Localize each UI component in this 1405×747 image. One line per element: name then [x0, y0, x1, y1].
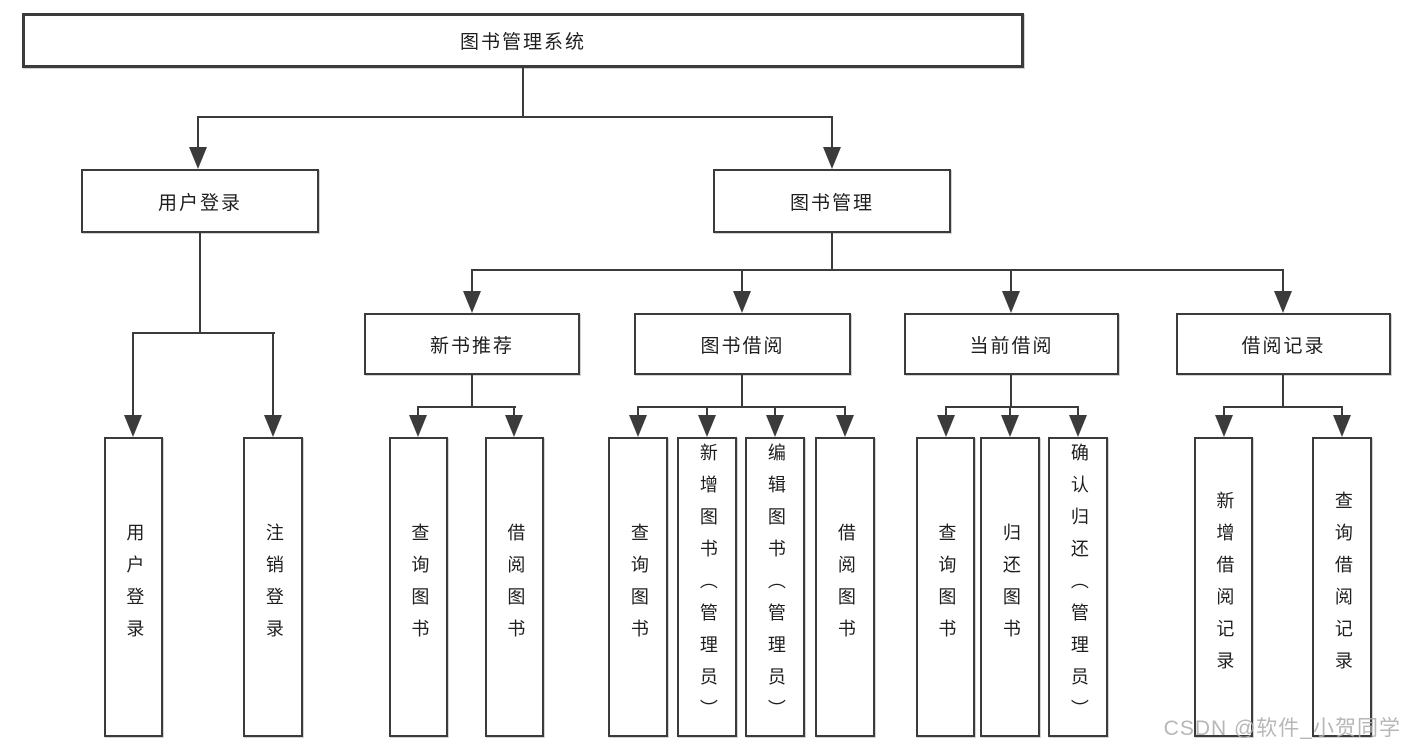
arrow-down-icon — [823, 147, 841, 169]
arrow-down-icon — [189, 147, 207, 169]
connector-line — [522, 68, 524, 118]
leaf-query-borrow-record-label: 查询借阅记录 — [1332, 491, 1353, 683]
leaf-add-books-admin-label: 新增图书（管理员） — [697, 443, 718, 731]
leaf-logout: 注销登录 — [243, 437, 303, 737]
connector-line — [1077, 407, 1079, 417]
arrow-down-icon — [1215, 415, 1233, 437]
arrow-down-icon — [733, 291, 751, 313]
leaf-add-books-admin: 新增图书（管理员） — [677, 437, 737, 737]
leaf-borrow-books: 借阅图书 — [815, 437, 875, 737]
arrow-down-icon — [836, 415, 854, 437]
connector-line — [1009, 407, 1011, 417]
arrow-down-icon — [463, 291, 481, 313]
connector-line — [1282, 270, 1284, 292]
arrow-down-icon — [1274, 291, 1292, 313]
connector-line — [1010, 270, 1012, 292]
leaf-add-borrow-record-label: 新增借阅记录 — [1214, 491, 1235, 683]
connector-line — [417, 406, 516, 408]
connector-line — [471, 269, 1284, 271]
node-new-book-recommend-label: 新书推荐 — [429, 335, 514, 357]
arrow-down-icon — [1001, 415, 1019, 437]
connector-line — [471, 375, 473, 407]
arrow-down-icon — [409, 415, 427, 437]
leaf-edit-books-admin: 编辑图书（管理员） — [745, 437, 805, 737]
leaf-confirm-return-admin: 确认归还（管理员） — [1048, 437, 1108, 737]
connector-line — [706, 407, 708, 417]
node-book-borrowing-label: 图书借阅 — [700, 335, 785, 357]
connector-line — [197, 116, 833, 118]
connector-line — [844, 407, 846, 417]
node-user-login-label: 用户登录 — [157, 192, 242, 214]
leaf-query-books-borrowing-label: 查询图书 — [628, 523, 649, 651]
leaf-confirm-return-admin-label: 确认归还（管理员） — [1068, 443, 1089, 731]
arrow-down-icon — [629, 415, 647, 437]
connector-line — [1223, 407, 1225, 417]
csdn-watermark: CSDN @软件_小贺同学 — [1163, 717, 1401, 740]
arrow-down-icon — [1002, 291, 1020, 313]
node-book-borrowing: 图书借阅 — [634, 313, 851, 375]
connector-line — [471, 270, 473, 292]
connector-line — [637, 406, 846, 408]
node-borrow-records: 借阅记录 — [1176, 313, 1391, 375]
leaf-borrow-books-recommend-label: 借阅图书 — [505, 523, 526, 651]
connector-line — [741, 375, 743, 407]
leaf-add-borrow-record: 新增借阅记录 — [1194, 437, 1253, 737]
node-new-book-recommend: 新书推荐 — [364, 313, 580, 375]
node-book-management-label: 图书管理 — [789, 192, 874, 214]
arrow-down-icon — [505, 415, 523, 437]
connector-line — [513, 407, 515, 417]
arrow-down-icon — [766, 415, 784, 437]
connector-line — [132, 332, 275, 334]
leaf-query-books-recommend-label: 查询图书 — [409, 523, 430, 651]
arrow-down-icon — [1333, 415, 1351, 437]
leaf-borrow-books-recommend: 借阅图书 — [485, 437, 544, 737]
leaf-edit-books-admin-label: 编辑图书（管理员） — [765, 443, 786, 731]
arrow-down-icon — [264, 415, 282, 437]
leaf-user-login: 用户登录 — [104, 437, 163, 737]
connector-line — [272, 333, 274, 415]
arrow-down-icon — [937, 415, 955, 437]
arrow-down-icon — [1069, 415, 1087, 437]
connector-line — [831, 233, 833, 271]
connector-line — [1282, 375, 1284, 407]
leaf-user-login-label: 用户登录 — [124, 523, 145, 651]
connector-line — [1341, 407, 1343, 417]
node-book-management: 图书管理 — [713, 169, 951, 233]
connector-line — [637, 407, 639, 417]
leaf-return-books: 归还图书 — [980, 437, 1040, 737]
connector-line — [197, 117, 199, 149]
arrow-down-icon — [698, 415, 716, 437]
node-current-borrowing-label: 当前借阅 — [969, 335, 1054, 357]
connector-line — [417, 407, 419, 417]
leaf-query-books-borrowing: 查询图书 — [608, 437, 668, 737]
node-borrow-records-label: 借阅记录 — [1241, 335, 1326, 357]
connector-line — [132, 333, 134, 415]
leaf-query-borrow-record: 查询借阅记录 — [1312, 437, 1372, 737]
leaf-query-books-recommend: 查询图书 — [389, 437, 448, 737]
connector-line — [1010, 375, 1012, 407]
node-current-borrowing: 当前借阅 — [904, 313, 1119, 375]
connector-line — [945, 406, 1079, 408]
connector-line — [945, 407, 947, 417]
connector-line — [831, 117, 833, 149]
connector-line — [1223, 406, 1343, 408]
leaf-return-books-label: 归还图书 — [1000, 523, 1021, 651]
connector-line — [199, 233, 201, 333]
connector-line — [741, 270, 743, 292]
leaf-borrow-books-label: 借阅图书 — [835, 523, 856, 651]
node-user-login: 用户登录 — [81, 169, 319, 233]
arrow-down-icon — [124, 415, 142, 437]
leaf-logout-label: 注销登录 — [263, 523, 284, 651]
node-root: 图书管理系统 — [22, 13, 1024, 68]
leaf-query-books-current: 查询图书 — [916, 437, 975, 737]
node-root-label: 图书管理系统 — [459, 32, 586, 53]
connector-line — [774, 407, 776, 417]
leaf-query-books-current-label: 查询图书 — [936, 523, 957, 651]
